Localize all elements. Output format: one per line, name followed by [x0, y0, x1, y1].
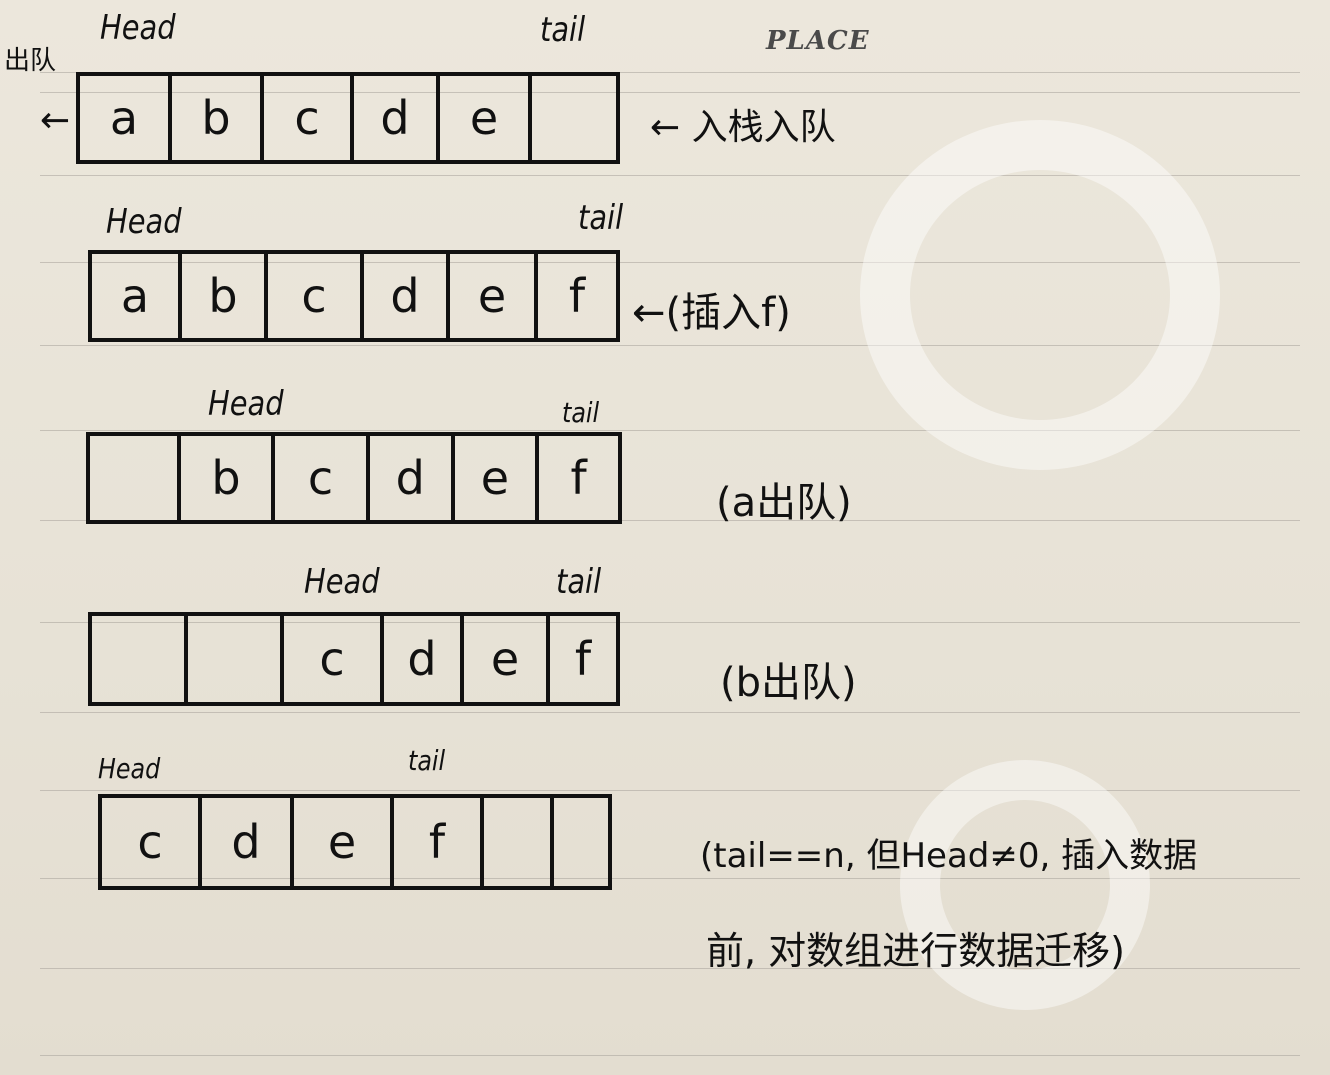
tail-label-4: tail: [556, 562, 602, 602]
cell: [90, 436, 181, 520]
cell: f: [574, 632, 592, 686]
cell: d: [364, 254, 450, 338]
cell: c: [284, 616, 384, 702]
cell: b: [172, 76, 264, 160]
cell: d: [384, 616, 464, 702]
cell: c: [275, 436, 370, 520]
water-stain-ring: [860, 120, 1220, 470]
cell: [188, 616, 284, 702]
tail-label-5: tail: [408, 744, 446, 777]
migration-note-line1: (tail==n, 但Head≠0, 插入数据: [700, 836, 1198, 876]
head-label-5: Head: [98, 752, 161, 785]
cell: e: [464, 616, 550, 702]
cell: a: [80, 76, 172, 160]
cell: d: [370, 436, 455, 520]
cell: b: [181, 436, 276, 520]
cell: b: [182, 254, 268, 338]
left-arrow-icon: ←: [40, 100, 71, 141]
queue-array-1: a b c d e: [76, 72, 620, 164]
enqueue-note: ← 入栈入队: [650, 107, 836, 148]
b-dequeue-note: (b出队): [720, 660, 857, 706]
a-dequeue-note: (a出队): [716, 480, 852, 526]
cell: e: [440, 76, 532, 160]
place-header: PLACE: [766, 26, 870, 56]
cell: e: [455, 436, 540, 520]
cell: d: [202, 798, 294, 886]
queue-array-5: c d e f: [98, 794, 612, 890]
insert-f-note: ←(插入f): [632, 290, 791, 336]
cell: e: [294, 798, 394, 886]
head-label-2: Head: [106, 202, 182, 242]
queue-array-2: a b c d e f: [88, 250, 620, 342]
tail-label-2: tail: [578, 198, 624, 238]
cell: f: [570, 451, 587, 505]
head-label-3: Head: [208, 384, 284, 424]
queue-array-4: c d e f: [88, 612, 620, 706]
cell: f: [568, 269, 586, 323]
dequeue-label: 出队: [4, 46, 57, 76]
cell: [532, 76, 616, 160]
migration-note-line2: 前, 对数组进行数据迁移): [706, 929, 1125, 973]
cell: a: [92, 254, 182, 338]
cell: c: [102, 798, 202, 886]
cell: [484, 798, 554, 886]
cell: [92, 616, 188, 702]
head-label-4: Head: [304, 562, 380, 602]
head-label-1: Head: [100, 8, 176, 48]
cell: [554, 798, 608, 886]
cell: f: [394, 798, 484, 886]
cell: c: [268, 254, 364, 338]
tail-label-1: tail: [540, 10, 586, 50]
cell: d: [354, 76, 440, 160]
tail-label-3: tail: [562, 396, 600, 429]
cell: c: [264, 76, 354, 160]
queue-array-3: b c d e f: [86, 432, 622, 524]
cell: e: [450, 254, 538, 338]
